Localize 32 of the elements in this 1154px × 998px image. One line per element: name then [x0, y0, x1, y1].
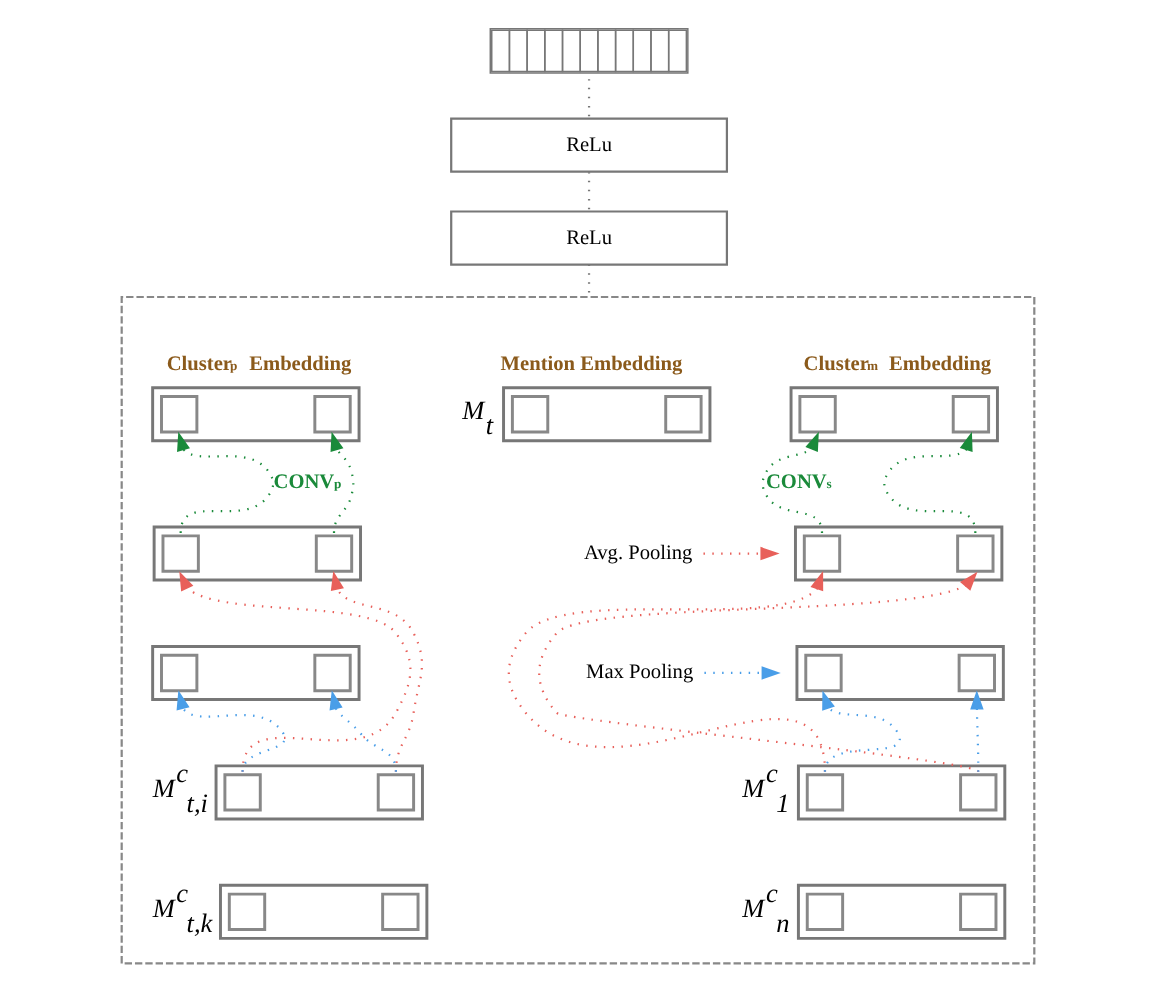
- node-box: [151, 525, 361, 582]
- node-box: [795, 764, 1006, 821]
- node-box: [150, 644, 360, 701]
- node-box: ReLu: [449, 117, 727, 173]
- arrow: [328, 690, 397, 772]
- arrow: [702, 546, 779, 561]
- arrow: [703, 666, 780, 680]
- node-box: [788, 386, 998, 443]
- node-box: [213, 764, 423, 821]
- arrow: [176, 431, 274, 534]
- connector: [586, 79, 590, 119]
- arrow: [821, 690, 900, 772]
- node-box: [150, 386, 360, 443]
- cluster: [119, 295, 1035, 965]
- node-box: [794, 644, 1004, 701]
- node-label: Mention Embedding: [499, 354, 682, 377]
- node-box: [501, 386, 711, 443]
- connector: [586, 172, 590, 212]
- node-box: [793, 525, 1003, 582]
- node-box: [795, 883, 1006, 940]
- node-box: [218, 883, 428, 940]
- arrow: [882, 431, 976, 534]
- arrow: [969, 690, 983, 772]
- arrow: [178, 571, 411, 772]
- node-text: Avg. Pooling: [582, 543, 692, 566]
- node-text: Max Pooling: [585, 662, 693, 685]
- arrow: [175, 690, 285, 772]
- arrow: [537, 571, 978, 773]
- arrow: [329, 431, 354, 533]
- arrow: [760, 431, 823, 534]
- node-box: ReLu: [449, 210, 727, 266]
- arrow: [329, 570, 423, 772]
